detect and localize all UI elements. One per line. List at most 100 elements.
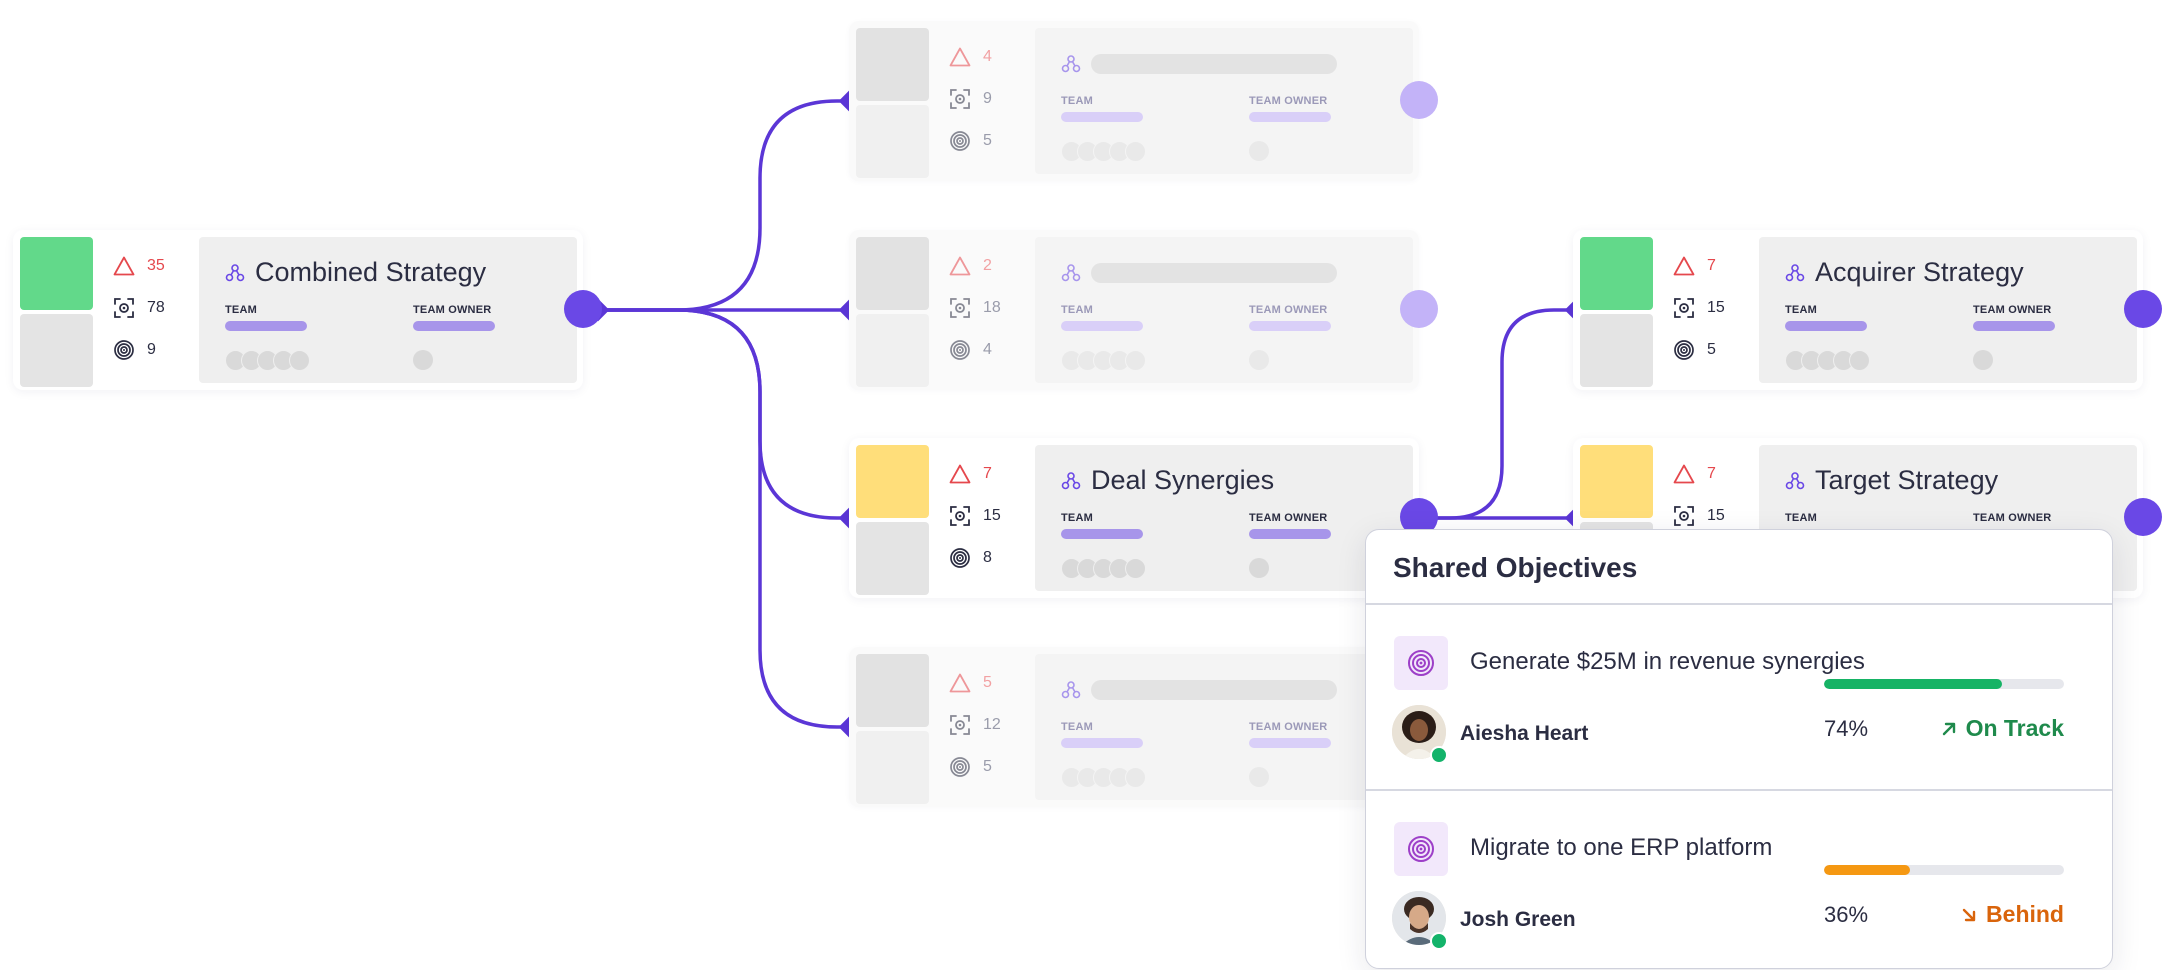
team-bar xyxy=(225,321,307,331)
online-indicator xyxy=(1430,932,1448,950)
team-label: TEAM xyxy=(1785,304,1817,316)
target-icon xyxy=(1408,650,1434,676)
focus-icon xyxy=(950,298,970,318)
avatar xyxy=(1392,891,1446,945)
objective-icon-box xyxy=(1394,822,1448,876)
team-owner-bar xyxy=(1249,738,1331,748)
alert-stat: 7 xyxy=(949,463,992,485)
strategy-node[interactable]: 5 12 5 TEAM TEAM OWNER xyxy=(849,647,1438,807)
team-icon xyxy=(1061,681,1081,699)
title-placeholder xyxy=(1091,263,1337,283)
owner-name: Josh Green xyxy=(1460,908,1576,931)
warning-triangle-icon xyxy=(949,464,971,484)
node-port[interactable] xyxy=(1400,81,1438,119)
warning-triangle-icon xyxy=(113,256,135,276)
team-icon xyxy=(225,264,245,282)
objective-title[interactable]: Generate $25M in revenue synergies xyxy=(1470,648,1865,675)
avatar xyxy=(1392,705,1446,759)
strategy-node[interactable]: 4 9 5 TEAM TEAM OWNER xyxy=(849,21,1438,181)
avatar-placeholder xyxy=(1125,767,1146,788)
connector-combined-to-node-4 xyxy=(596,308,852,729)
node-port[interactable] xyxy=(1400,290,1438,328)
warning-triangle-icon xyxy=(1673,464,1695,484)
progress-bar xyxy=(1824,865,2064,875)
status-square xyxy=(856,28,929,101)
alert-count: 4 xyxy=(983,48,992,65)
warning-triangle-icon xyxy=(949,673,971,693)
node-port[interactable] xyxy=(2124,290,2162,328)
shared-objectives-popover: Shared Objectives Generate $25M in reven… xyxy=(1365,529,2113,969)
strategy-node[interactable]: 7 15 5 Acquirer Strategy TEAM TEAM OWNER xyxy=(1573,230,2162,390)
secondary-square xyxy=(856,105,929,178)
team-icon xyxy=(1061,55,1081,73)
node-port[interactable] xyxy=(2124,498,2162,536)
alert-stat: 2 xyxy=(949,255,992,277)
node-panel: TEAM TEAM OWNER xyxy=(1035,654,1413,800)
target-icon xyxy=(950,757,970,777)
arrow-up-right-icon xyxy=(1942,722,1955,735)
team-bar xyxy=(1785,321,1867,331)
strategy-node[interactable]: 35 78 9 Combined Strategy TEAM TEAM OWNE… xyxy=(13,230,602,390)
objective-item[interactable]: Migrate to one ERP platform Josh Green 3… xyxy=(1366,790,2112,968)
alert-stat: 35 xyxy=(113,255,165,277)
focus-icon xyxy=(1674,298,1694,318)
objective-stat: 4 xyxy=(949,339,992,361)
team-owner-label: TEAM OWNER xyxy=(1249,512,1328,524)
title-placeholder xyxy=(1091,54,1337,74)
focus-count: 15 xyxy=(1707,507,1725,524)
objective-title[interactable]: Migrate to one ERP platform xyxy=(1470,834,1773,861)
team-owner-label: TEAM OWNER xyxy=(1973,304,2052,316)
objective-count: 5 xyxy=(983,132,992,149)
objective-stat: 9 xyxy=(113,339,156,361)
divider xyxy=(1366,603,2112,605)
objective-count: 5 xyxy=(1707,341,1716,358)
arrow-down-right-icon xyxy=(1962,908,1976,921)
node-stats: 7 15 5 xyxy=(1673,230,1745,390)
node-panel: Combined Strategy TEAM TEAM OWNER xyxy=(199,237,577,383)
objective-item[interactable]: Generate $25M in revenue synergies Aiesh… xyxy=(1366,604,2112,790)
status-text: Behind xyxy=(1986,901,2064,927)
focus-icon xyxy=(950,506,970,526)
warning-triangle-icon xyxy=(949,47,971,67)
status-label: On Track xyxy=(1940,715,2064,742)
team-label: TEAM xyxy=(1061,304,1093,316)
focus-stat: 15 xyxy=(949,505,1001,527)
progress-percent: 74% xyxy=(1824,716,1869,741)
objective-count: 4 xyxy=(983,341,992,358)
focus-icon xyxy=(1674,506,1694,526)
status-square xyxy=(1580,237,1653,310)
status-text: On Track xyxy=(1965,715,2064,741)
owner-avatar-placeholder xyxy=(413,350,433,370)
team-owner-label: TEAM OWNER xyxy=(1249,721,1328,733)
team-owner-bar xyxy=(1249,321,1331,331)
focus-count: 9 xyxy=(983,90,992,107)
focus-count: 12 xyxy=(983,716,1001,733)
node-title[interactable]: Target Strategy xyxy=(1815,465,1999,495)
objective-stat: 5 xyxy=(949,130,992,152)
focus-count: 78 xyxy=(147,299,165,316)
team-avatars xyxy=(1061,141,1181,162)
status-label: Behind xyxy=(1960,901,2064,928)
node-title[interactable]: Combined Strategy xyxy=(255,257,487,287)
team-owner-bar xyxy=(413,321,495,331)
alert-count: 7 xyxy=(1707,257,1716,274)
team-bar xyxy=(1061,529,1143,539)
node-title[interactable]: Acquirer Strategy xyxy=(1815,257,2024,287)
team-label: TEAM xyxy=(1061,721,1093,733)
strategy-node[interactable]: 2 18 4 TEAM TEAM OWNER xyxy=(849,230,1438,390)
node-stats: 5 12 5 xyxy=(949,647,1021,807)
avatar-placeholder xyxy=(1125,350,1146,371)
node-title[interactable]: Deal Synergies xyxy=(1091,465,1275,495)
team-owner-label: TEAM OWNER xyxy=(1249,304,1328,316)
objective-count: 9 xyxy=(147,341,156,358)
connector-deal-to-acquirer xyxy=(1426,308,1578,520)
alert-count: 2 xyxy=(983,257,992,274)
team-owner-bar xyxy=(1249,112,1331,122)
progress-fill xyxy=(1824,865,1911,875)
warning-triangle-icon xyxy=(1673,256,1695,276)
team-owner-bar xyxy=(1249,529,1331,539)
node-port[interactable] xyxy=(564,290,602,328)
strategy-node[interactable]: 7 15 8 Deal Synergies TEAM TEAM OWNER xyxy=(849,438,1438,598)
target-icon xyxy=(950,548,970,568)
focus-stat: 15 xyxy=(1673,505,1725,527)
